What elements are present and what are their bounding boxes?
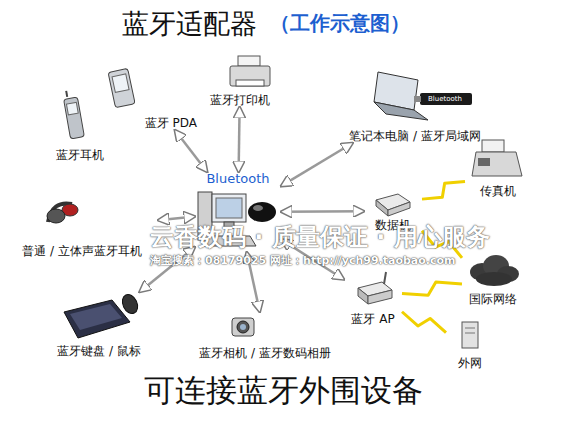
- watermark: 淘宝搜索：08179025 网址：http://ych99.taobao.com: [150, 253, 456, 268]
- device-node: 国际网络: [462, 252, 524, 306]
- double-arrow: [281, 143, 353, 186]
- device-node: 蓝牙耳机: [48, 88, 112, 162]
- device-label: 蓝牙耳机: [56, 148, 104, 162]
- wireless-link: [402, 312, 446, 333]
- device-node: 外网: [446, 318, 494, 370]
- access-point-icon: [358, 272, 392, 304]
- phone-icon: [62, 89, 84, 139]
- device-label: 蓝牙打印机: [210, 93, 270, 107]
- device-node: 普通 / 立体声蓝牙耳机: [6, 198, 158, 258]
- cloud-icon: [470, 255, 519, 286]
- device-node: 传真机: [465, 138, 531, 198]
- laptop-icon: [374, 72, 428, 120]
- wireless-link: [402, 282, 462, 295]
- device-label: 传真机: [480, 184, 516, 198]
- double-arrow: [158, 216, 195, 220]
- device-label: Bluetooth: [206, 172, 269, 186]
- double-arrow: [281, 210, 364, 213]
- device-node: 蓝牙相机 / 蓝牙数码相册: [178, 312, 352, 360]
- keyboard-icon: [64, 292, 141, 338]
- fax-icon: [472, 140, 522, 176]
- device-node: 蓝牙 AP: [344, 270, 402, 326]
- device-node: 蓝牙 PDA: [105, 68, 197, 130]
- device-label: 笔记本电脑 / 蓝牙局域网: [349, 129, 481, 143]
- double-arrow: [140, 247, 195, 292]
- diagram-title: 蓝牙适配器: [122, 6, 257, 42]
- watermark: 云香数码 · 质量保证 · 用心服务: [150, 221, 490, 253]
- modem-icon: [376, 194, 410, 216]
- device-label: 蓝牙 AP: [351, 312, 394, 326]
- diagram-caption: 可连接蓝牙外围设备: [0, 370, 567, 412]
- device-node: 笔记本电脑 / 蓝牙局域网: [335, 68, 495, 143]
- dongle-text: Bluetooth: [428, 95, 462, 103]
- device-label: 普通 / 立体声蓝牙耳机: [22, 244, 142, 258]
- double-arrow: [237, 107, 240, 172]
- device-node: 蓝牙键盘 / 鼠标: [38, 292, 160, 358]
- subtitle: （工作示意图）: [270, 10, 410, 37]
- server-icon: [462, 322, 478, 348]
- usb-dongle-icon: [414, 93, 472, 105]
- device-label: 蓝牙 PDA: [145, 116, 197, 130]
- printer-icon: [230, 56, 270, 86]
- device-label: 蓝牙键盘 / 鼠标: [57, 344, 141, 358]
- camera-icon: [232, 318, 254, 336]
- device-label: 国际网络: [469, 292, 517, 306]
- double-arrow: [175, 130, 207, 172]
- wireless-link: [422, 182, 465, 200]
- pda-icon: [108, 68, 135, 107]
- device-label: 外网: [458, 356, 482, 370]
- device-node: 蓝牙打印机: [200, 55, 280, 107]
- device-label: 蓝牙相机 / 蓝牙数码相册: [199, 346, 331, 360]
- headset-icon: [47, 203, 78, 223]
